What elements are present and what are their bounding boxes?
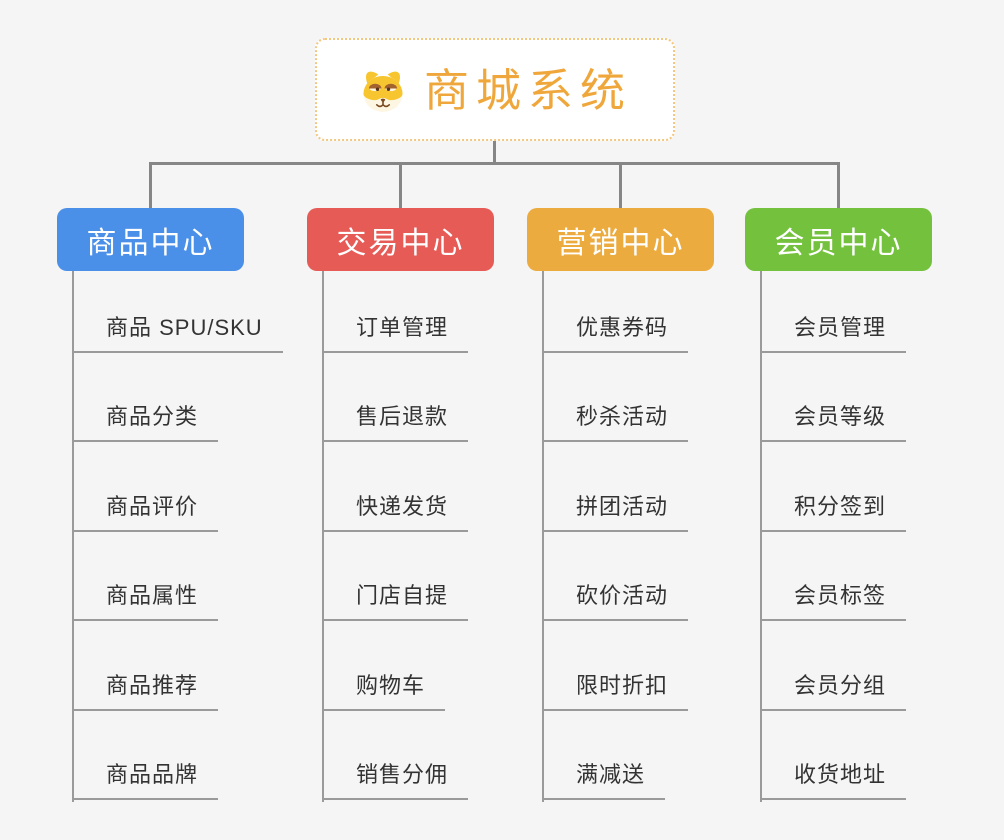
- branch-label: 商品中心: [86, 226, 215, 260]
- child-node[interactable]: 商品评价: [72, 492, 219, 532]
- root-title: 商城系统: [423, 65, 632, 116]
- child-node[interactable]: 商品 SPU/SKU: [72, 313, 283, 353]
- child-node[interactable]: 门店自提: [322, 581, 469, 622]
- child-node-label: 会员等级: [794, 404, 887, 430]
- child-node-label: 限时折扣: [576, 672, 669, 698]
- child-node[interactable]: 销售分佣: [322, 760, 469, 800]
- root-node[interactable]: 商城系统: [315, 38, 675, 141]
- branch-label: 会员中心: [774, 226, 903, 260]
- child-node-label: 优惠券码: [576, 315, 669, 340]
- child-node[interactable]: 商品品牌: [72, 760, 219, 800]
- connector-root-stub: [493, 141, 496, 165]
- branch-spine-line: [72, 271, 74, 802]
- child-node[interactable]: 砍价活动: [542, 581, 689, 622]
- branch-label: 营销中心: [556, 226, 685, 260]
- child-node-label: 商品评价: [106, 493, 199, 519]
- branch-spine-line: [322, 271, 324, 802]
- child-node-label: 满减送: [576, 762, 646, 787]
- connector-drop-line: [619, 162, 622, 209]
- child-node-label: 商品 SPU/SKU: [106, 315, 263, 340]
- child-node-label: 砍价活动: [576, 583, 669, 609]
- child-node[interactable]: 会员等级: [760, 402, 907, 443]
- connector-drop-line: [149, 162, 152, 209]
- child-node[interactable]: 秒杀活动: [542, 402, 689, 443]
- branch-header[interactable]: 营销中心: [527, 208, 714, 271]
- branch-column-3: 营销中心 优惠券码秒杀活动拼团活动砍价活动限时折扣满减送: [527, 208, 777, 840]
- connector-drop-line: [837, 162, 840, 209]
- child-node[interactable]: 会员管理: [760, 313, 907, 353]
- child-node[interactable]: 售后退款: [322, 402, 469, 443]
- child-node[interactable]: 限时折扣: [542, 671, 689, 711]
- child-node[interactable]: 快递发货: [322, 492, 469, 532]
- child-node[interactable]: 收货地址: [760, 760, 907, 800]
- connector-drop-line: [399, 162, 402, 209]
- child-node-label: 拼团活动: [576, 493, 669, 519]
- dog-face-icon: [363, 71, 403, 112]
- branch-label: 交易中心: [336, 226, 465, 260]
- connector-bus-line: [149, 162, 840, 165]
- branch-header[interactable]: 会员中心: [745, 208, 932, 271]
- child-node-label: 销售分佣: [356, 762, 449, 787]
- child-node-label: 商品分类: [106, 404, 199, 430]
- child-node-label: 订单管理: [356, 315, 449, 340]
- child-node[interactable]: 积分签到: [760, 492, 907, 532]
- branch-header[interactable]: 商品中心: [57, 208, 244, 271]
- child-node-label: 会员标签: [794, 583, 887, 609]
- child-node[interactable]: 满减送: [542, 760, 666, 800]
- branch-column-1: 商品中心 商品 SPU/SKU 商品分类商品评价商品属性商品推荐商品品牌: [57, 208, 307, 840]
- child-node-label: 收货地址: [794, 762, 887, 787]
- branch-spine-line: [760, 271, 762, 802]
- branch-header[interactable]: 交易中心: [307, 208, 494, 271]
- child-node-label: 积分签到: [794, 493, 887, 519]
- child-node[interactable]: 优惠券码: [542, 313, 689, 353]
- child-node-label: 门店自提: [356, 583, 449, 609]
- child-node-label: 商品品牌: [106, 762, 199, 787]
- child-node-label: 秒杀活动: [576, 404, 669, 430]
- child-node[interactable]: 会员分组: [760, 671, 907, 711]
- child-node[interactable]: 商品推荐: [72, 671, 219, 711]
- child-node[interactable]: 购物车: [322, 671, 446, 711]
- child-node[interactable]: 拼团活动: [542, 492, 689, 532]
- child-node-label: 快递发货: [356, 493, 449, 519]
- branch-column-2: 交易中心 订单管理售后退款快递发货门店自提购物车销售分佣: [307, 208, 557, 840]
- child-node-label: 商品推荐: [106, 672, 199, 698]
- child-node-label: 售后退款: [356, 404, 449, 430]
- child-node[interactable]: 会员标签: [760, 581, 907, 622]
- child-node-label: 购物车: [356, 672, 426, 698]
- child-node[interactable]: 订单管理: [322, 313, 469, 353]
- branch-spine-line: [542, 271, 544, 802]
- child-node-label: 会员管理: [794, 315, 887, 340]
- child-node[interactable]: 商品分类: [72, 402, 219, 443]
- child-node-label: 商品属性: [106, 583, 199, 609]
- branch-column-4: 会员中心 会员管理会员等级积分签到会员标签会员分组收货地址: [745, 208, 995, 840]
- child-node-label: 会员分组: [794, 672, 887, 698]
- child-node[interactable]: 商品属性: [72, 581, 219, 622]
